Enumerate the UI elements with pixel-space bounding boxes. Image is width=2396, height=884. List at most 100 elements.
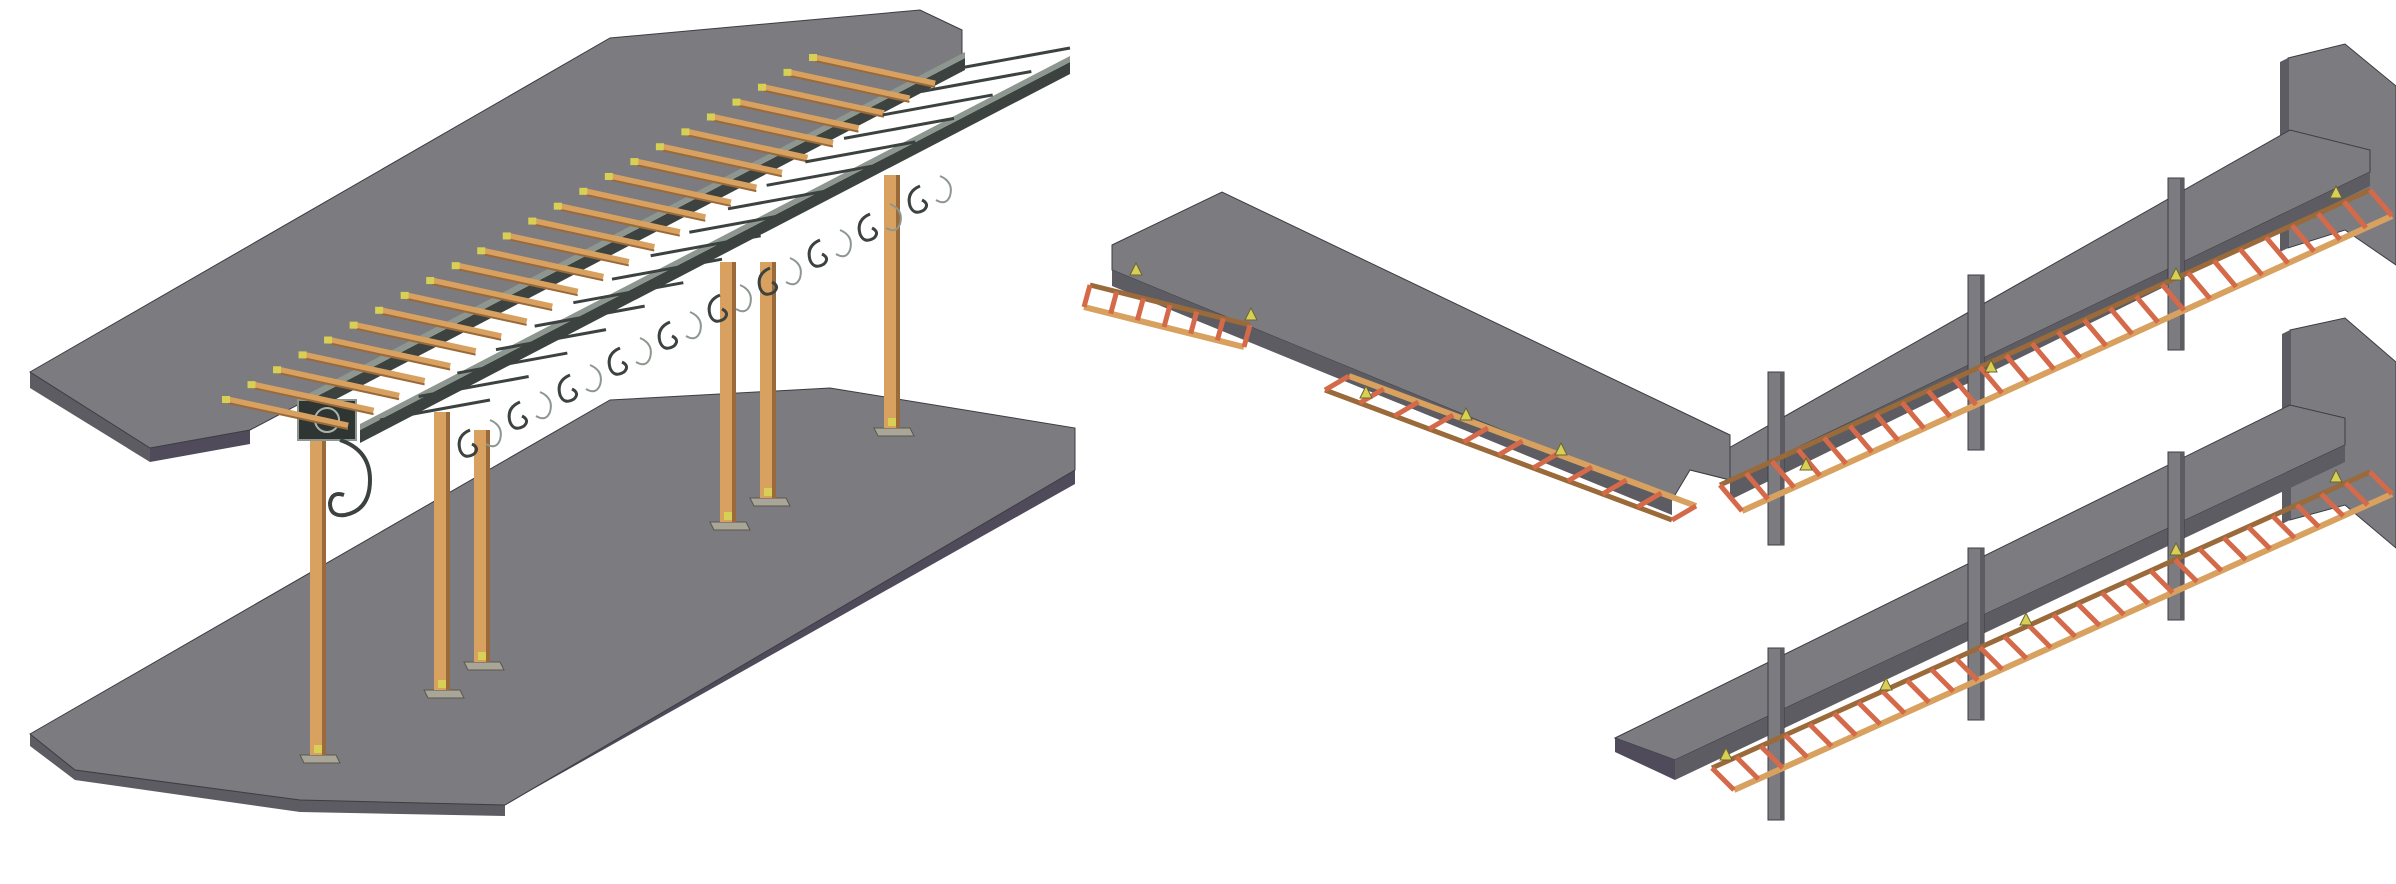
rafter-end-cap [375,306,384,314]
pergola-rafter-edge [610,178,732,207]
frame-rafter [1874,412,1900,442]
frame-rafter [1978,365,2004,395]
frame-rafter [1953,656,1980,683]
frame-rafter [2368,188,2394,218]
frame-rafter [1214,317,1226,341]
pergola-iron-rafter [573,281,684,305]
frame-rafter [2264,235,2290,265]
iron-scroll [607,346,629,376]
frame-rafter [1134,297,1146,321]
pergola-rafter-edge [534,223,655,252]
post-base-plate [873,427,915,437]
frame-rafter [2222,536,2248,562]
frame-rafter [1832,711,1858,737]
upper-slab-side [30,372,150,462]
frame-bracket [1984,358,1998,373]
frame-rafter [2108,306,2134,336]
straight-slab-end [1615,738,1675,780]
canopy-column-shade [1980,275,1984,450]
pergola-post-shade [732,262,736,522]
frame-rail-front [1740,213,2394,514]
iron-scroll-highlight [785,257,802,286]
frame-rafter [1856,700,1882,726]
pergola-rafter [533,218,656,251]
frame-rafter [1670,503,1698,523]
iron-scroll-highlight [835,229,852,258]
frame-rafter [1978,645,2004,672]
pergola-rafter-edge [712,119,834,148]
frame-rafter [2160,282,2186,313]
pergola-rafter [405,292,528,326]
pergola-iron-rafter [650,234,761,258]
frame-rafter [2075,601,2102,628]
frame-rafter [2295,503,2321,529]
iron-scroll [757,266,779,296]
frame-rafter [1531,451,1559,471]
frame-rafter [1108,291,1120,315]
frame-rafter [2030,341,2056,372]
rafter-end-cap [732,98,741,106]
frame-bracket [2329,468,2343,483]
frame-rafter [1848,424,1874,454]
iron-scroll [557,373,579,403]
frame-rafter [2316,211,2342,242]
pergola-rafter-edge [585,193,706,222]
pergola-rafter-edge [278,372,400,401]
frame-rafter [2212,259,2238,289]
frame-rafter [1358,386,1385,406]
frame-rafter [1783,733,1809,759]
frame-rafter [1734,755,1761,781]
iron-scroll [857,212,879,242]
pergola-iron-rafter [727,187,839,211]
pergola-front-beam [360,62,1070,443]
frame-bracket [1799,456,1813,471]
post-anchor [314,745,322,753]
pergola-rafter-edge [406,297,527,326]
frame-rafter [1161,304,1173,328]
pergola-rafter [507,233,630,266]
frame-rafter [2002,634,2029,661]
rafter-end-cap [426,277,435,285]
ground-slab-side-front [75,770,505,816]
frame-rafter [1822,436,1848,466]
pergola-rafter-edge [380,312,502,341]
frame-rafter [2134,294,2160,324]
pergola-rafters [222,46,1071,430]
pergola-post [474,430,486,662]
rafter-end-cap [757,83,766,91]
frame-rafter [1758,744,1785,770]
frame-rafter [1636,490,1663,510]
l-shaped-canopy-model [1081,43,2396,546]
frame-rafter [2051,612,2077,639]
frame-bracket [1879,676,1893,691]
iron-scroll [457,428,479,458]
iron-scroll [707,293,729,323]
pergola-rafter [661,143,783,177]
frame-rafter [2100,590,2126,617]
frame-rafter [1601,477,1628,497]
pergola-iron-rafter [611,257,723,281]
frame-rafter [1770,459,1796,490]
iron-scroll-highlight [535,391,552,420]
pergola-rafter-edge [763,89,885,118]
frame-rafter [2290,223,2316,254]
pergola-iron-rafter [534,304,645,328]
frame-rafter [2056,329,2082,360]
pergola-rafter-edge [738,104,859,133]
post-anchor [888,418,896,426]
rafter-end-cap [553,202,562,210]
pergola-rafter [456,262,579,296]
pergola-ironwork-scrolls [327,175,952,518]
frame-rafter [1393,399,1420,419]
frame-rafter [1566,464,1594,484]
pergola-rafter [380,307,502,341]
frame-rafter [2246,525,2272,551]
iron-scroll-highlight [685,311,702,340]
frame-rafter [1462,425,1490,445]
iron-scroll-highlight [635,337,652,366]
iron-scroll [907,184,929,214]
rafter-end-cap [783,68,792,76]
pergola-rafter [252,381,375,415]
pergola-rafter [686,128,809,162]
